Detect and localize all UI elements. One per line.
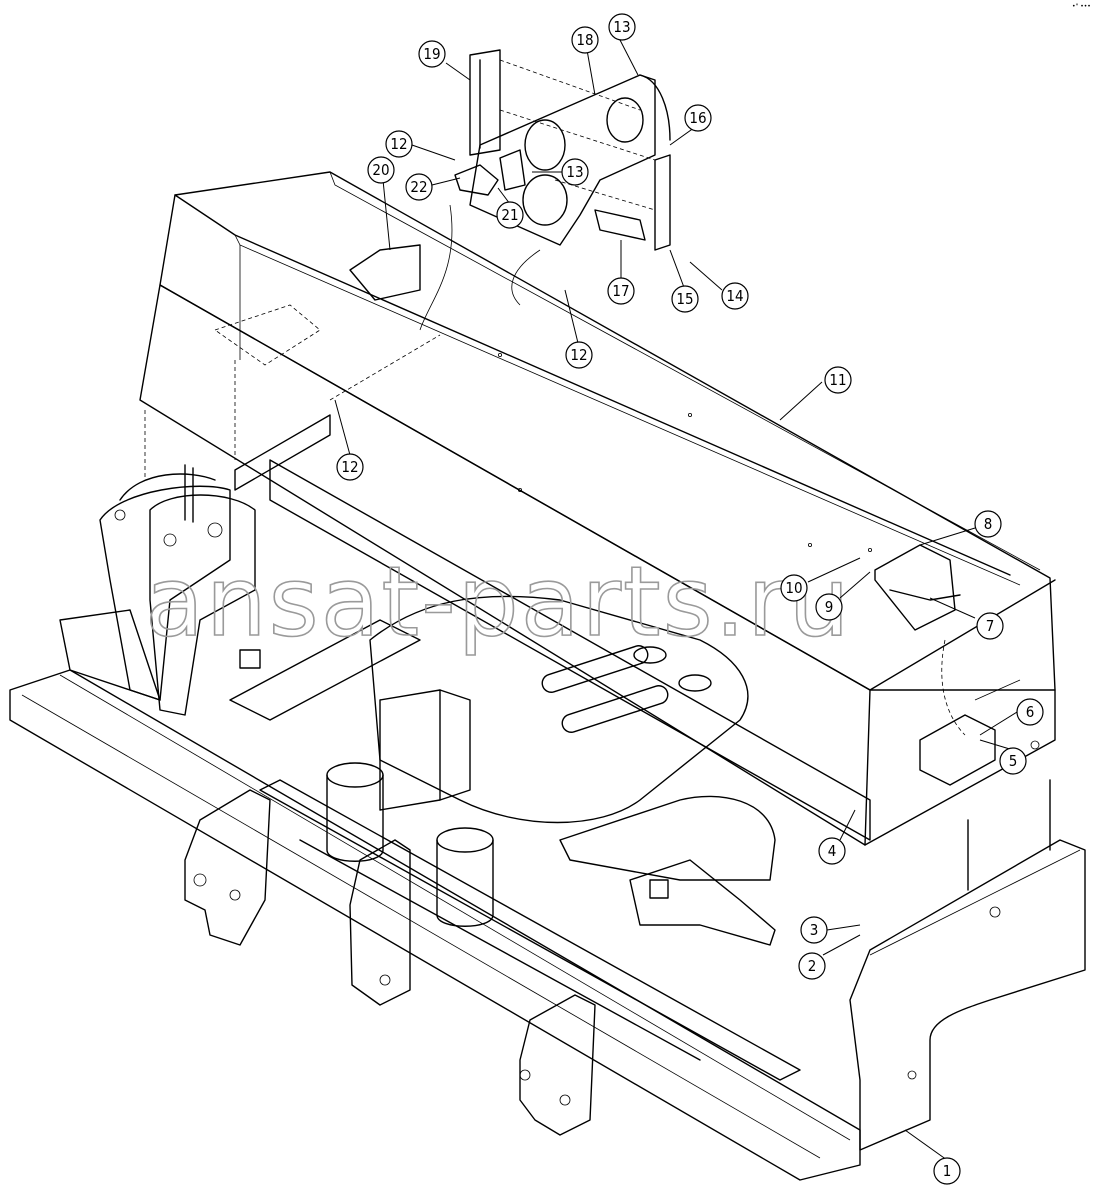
callout-18: 18: [571, 26, 599, 54]
callout-5: 5: [999, 747, 1027, 775]
callout-10: 10: [780, 574, 808, 602]
callout-label: 14: [726, 287, 743, 305]
callout-label: 7: [986, 617, 995, 635]
callout-label: 20: [372, 161, 389, 179]
callout-label: 19: [423, 45, 440, 63]
callout-label: 22: [410, 178, 427, 196]
callout-16: 16: [684, 104, 712, 132]
callout-13: 13: [608, 13, 636, 41]
corner-mark: •" •••: [1072, 3, 1091, 10]
callout-20: 20: [367, 156, 395, 184]
callout-label: 2: [808, 957, 817, 975]
callout-label: 3: [810, 921, 819, 939]
right-brackets: [874, 544, 1021, 786]
callout-label: 4: [828, 842, 837, 860]
callout-21: 21: [496, 201, 524, 229]
callout-3: 3: [800, 916, 828, 944]
callout-7: 7: [976, 612, 1004, 640]
leader-lines: [334, 39, 1018, 1161]
base-frame: [9, 459, 1086, 1181]
callout-8: 8: [974, 510, 1002, 538]
callout-label: 12: [390, 135, 407, 153]
callout-label: 16: [689, 109, 706, 127]
callout-22: 22: [405, 173, 433, 201]
callout-label: 13: [613, 18, 630, 36]
callout-label: 18: [576, 31, 593, 49]
callout-label: 9: [825, 598, 834, 616]
callout-label: 5: [1009, 752, 1018, 770]
callout-label: 21: [501, 206, 518, 224]
callout-label: 12: [570, 346, 587, 364]
front-brackets: [184, 649, 776, 1136]
callout-13: 13: [561, 158, 589, 186]
callout-2: 2: [798, 952, 826, 980]
callout-label: 11: [829, 371, 846, 389]
upper-assembly: [144, 49, 671, 480]
part-20-deflector: [349, 244, 421, 301]
callout-6: 6: [1016, 698, 1044, 726]
callout-19: 19: [418, 40, 446, 68]
callout-15: 15: [671, 285, 699, 313]
watermark-text: ansat-parts.ru: [145, 546, 852, 658]
callout-label: 1: [943, 1162, 952, 1180]
callout-label: 13: [566, 163, 583, 181]
callout-label: 17: [612, 282, 629, 300]
callout-12: 12: [385, 130, 413, 158]
callout-4: 4: [818, 837, 846, 865]
main-cover: [139, 171, 1056, 846]
callout-12: 12: [565, 341, 593, 369]
callout-9: 9: [815, 593, 843, 621]
callout-1: 1: [933, 1157, 961, 1185]
callout-label: 8: [984, 515, 993, 533]
callout-12: 12: [336, 453, 364, 481]
left-side-plates: [99, 414, 331, 716]
central-plate: [229, 595, 776, 927]
callout-11: 11: [824, 366, 852, 394]
callout-label: 15: [676, 290, 693, 308]
callout-17: 17: [607, 277, 635, 305]
callout-14: 14: [721, 282, 749, 310]
callout-label: 6: [1026, 703, 1035, 721]
callout-label: 10: [785, 579, 802, 597]
callout-label: 12: [341, 458, 358, 476]
